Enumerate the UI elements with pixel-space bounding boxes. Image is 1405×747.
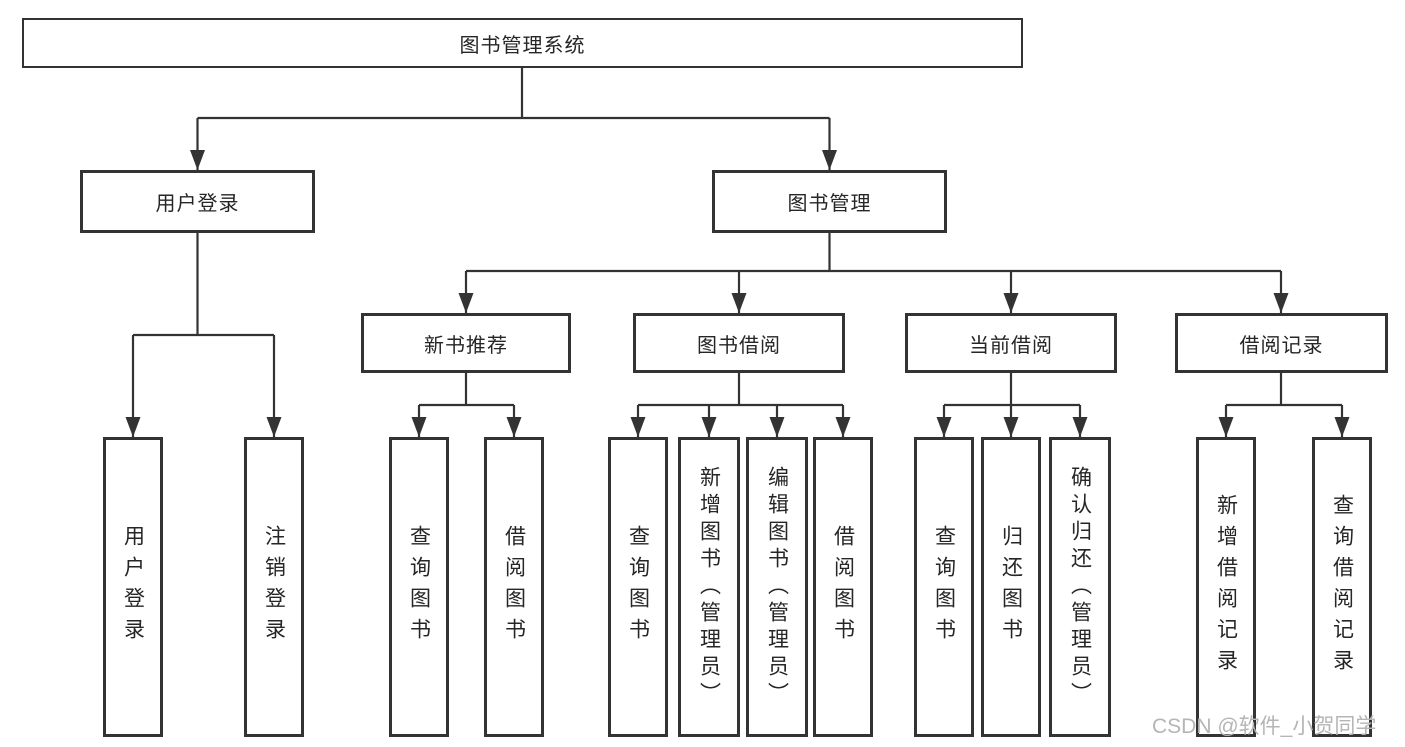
leaf-bb-query-books-label: 查询图书 (626, 525, 650, 649)
node-current-borrowing-label: 当前借阅 (969, 334, 1053, 357)
node-root-label: 图书管理系统 (459, 34, 586, 57)
node-book-management-label: 图书管理 (787, 193, 872, 215)
leaf-nb-borrow-books-label: 借阅图书 (502, 525, 526, 649)
node-new-book-recommend-label: 新书推荐 (424, 334, 508, 357)
leaf-user-login: 用户登录 (103, 437, 163, 737)
leaf-bb-borrow-books-label: 借阅图书 (831, 525, 855, 649)
node-new-book-recommend: 新书推荐 (361, 313, 571, 373)
leaf-cb-return-books: 归还图书 (981, 437, 1041, 737)
leaf-cb-return-books-label: 归还图书 (999, 525, 1023, 649)
leaf-nb-query-books: 查询图书 (389, 437, 449, 737)
leaf-br-add-record: 新增借阅记录 (1196, 437, 1256, 737)
node-user-login-label: 用户登录 (155, 193, 240, 215)
leaf-br-query-record: 查询借阅记录 (1312, 437, 1372, 737)
node-book-borrowing: 图书借阅 (633, 313, 845, 373)
node-user-login: 用户登录 (80, 170, 315, 233)
leaf-logout: 注销登录 (244, 437, 304, 737)
connector-trunks (133, 68, 1342, 407)
node-borrowing-records-label: 借阅记录 (1239, 334, 1324, 357)
leaf-user-login-label: 用户登录 (121, 525, 145, 649)
node-book-management: 图书管理 (712, 170, 947, 233)
leaf-nb-query-books-label: 查询图书 (407, 525, 431, 649)
leaf-br-query-record-label: 查询借阅记录 (1330, 494, 1354, 680)
leaf-bb-add-books-admin-label: 新增图书（管理员） (697, 465, 721, 709)
leaf-bb-edit-books-admin: 编辑图书（管理员） (746, 437, 808, 737)
node-root-library-system: 图书管理系统 (22, 18, 1023, 68)
leaf-cb-confirm-return-admin-label: 确认归还（管理员） (1068, 465, 1092, 709)
leaf-cb-query-books-label: 查询图书 (932, 525, 956, 649)
leaf-bb-query-books: 查询图书 (608, 437, 668, 737)
node-borrowing-records: 借阅记录 (1175, 313, 1388, 373)
leaf-bb-edit-books-admin-label: 编辑图书（管理员） (765, 465, 789, 709)
leaf-cb-query-books: 查询图书 (914, 437, 974, 737)
leaf-bb-add-books-admin: 新增图书（管理员） (678, 437, 740, 737)
leaf-logout-label: 注销登录 (262, 525, 286, 649)
leaf-cb-confirm-return-admin: 确认归还（管理员） (1049, 437, 1111, 737)
node-current-borrowing: 当前借阅 (905, 313, 1117, 373)
leaf-nb-borrow-books: 借阅图书 (484, 437, 544, 737)
node-book-borrowing-label: 图书借阅 (697, 334, 781, 357)
leaf-br-add-record-label: 新增借阅记录 (1214, 494, 1238, 680)
leaf-bb-borrow-books: 借阅图书 (813, 437, 873, 737)
csdn-watermark: CSDN @软件_小贺同学 (1152, 715, 1377, 738)
